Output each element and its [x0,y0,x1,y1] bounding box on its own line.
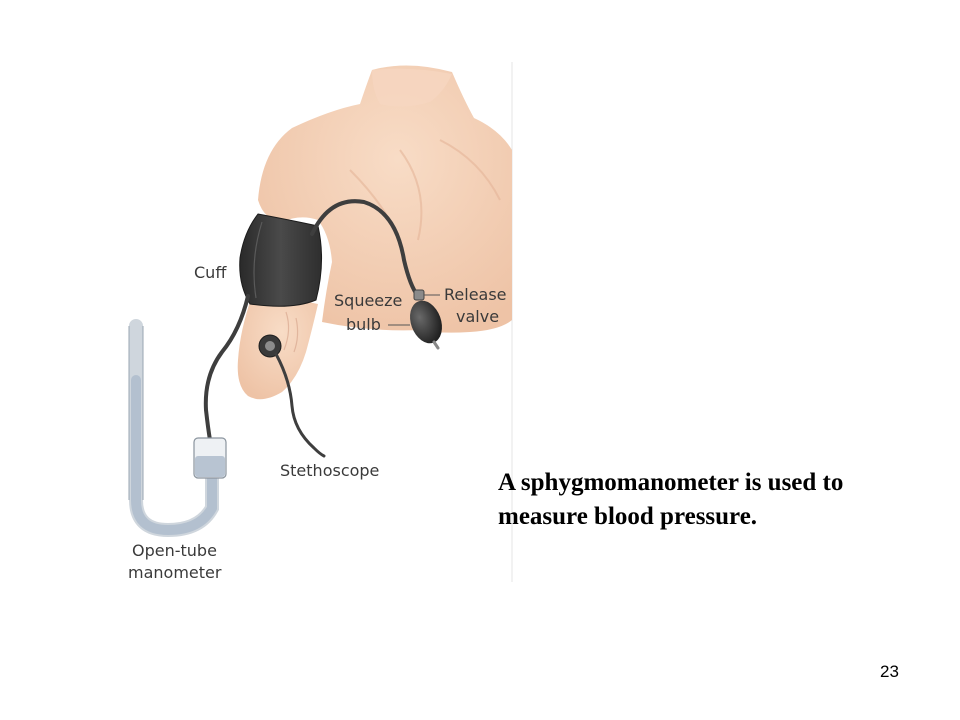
label-stethoscope: Stethoscope [280,461,379,480]
bulb-tube [310,199,420,298]
label-squeeze: Squeeze [334,291,402,310]
torso [258,65,512,333]
manometer-glass-edge [128,326,144,500]
neck-shadow [372,68,452,107]
bulb-nozzle [432,340,440,350]
cuff-stitching [253,221,263,299]
release-valve [413,289,425,301]
label-valve: valve [456,307,499,326]
manometer-tube [203,294,250,442]
forearm-veins [283,311,299,353]
stethoscope-tube [274,352,326,458]
manometer-fluid [131,375,217,536]
cuff [239,213,323,307]
label-manometer: manometer [128,563,222,582]
squeeze-bulb [410,300,442,344]
label-release: Release [444,285,507,304]
slide-number: 23 [880,662,899,681]
stethoscope-diaphragm [265,341,275,351]
label-cuff: Cuff [194,263,227,282]
label-open-tube: Open-tube [132,541,217,560]
label-bulb: bulb [346,315,381,334]
manometer-reservoir-fluid [195,456,225,477]
caption-text: A sphygmomanometer is used to measure bl… [498,469,844,530]
